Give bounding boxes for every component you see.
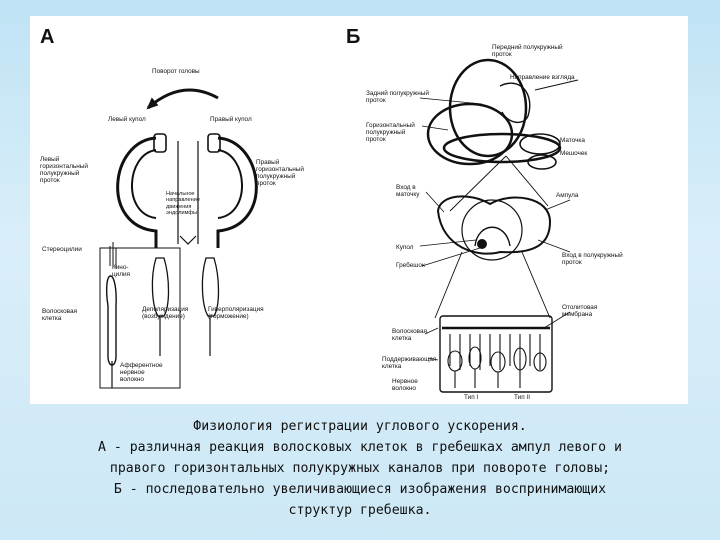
- saccule-shape: [527, 154, 557, 170]
- ampulla-focus-circle: [461, 199, 523, 261]
- left-canal-inner: [131, 149, 157, 219]
- left-cupula-shape: [153, 133, 167, 153]
- stereocilia-shape: [109, 242, 117, 268]
- figure-panel: А Б Поворот головы Левый купол Правый ку…: [30, 16, 688, 404]
- label-support-cell: Поддерживающая клетка: [382, 356, 437, 370]
- caption-line-4: Б - последовательно увеличивающиеся изоб…: [113, 482, 607, 497]
- left-hair-cell: [151, 257, 170, 317]
- hair-cell-inset-frame: [99, 247, 181, 389]
- label-stereocilia: Стереоцилии: [42, 246, 82, 253]
- label-right-canal: Правый горизонтальный полукружный проток: [256, 159, 304, 187]
- label-type1: Тип I: [464, 394, 479, 401]
- caption-line-3: правого горизонтальных полукружных канал…: [109, 461, 611, 476]
- nerve-fibers: [159, 316, 211, 356]
- label-kinocilium: Кино- цилия: [112, 264, 130, 278]
- label-saccule: Мешочек: [560, 150, 588, 157]
- panel-b-letter: Б: [346, 26, 361, 48]
- label-posterior-canal: Задний полукружный проток: [366, 90, 429, 104]
- label-utricle: Маточка: [560, 137, 585, 144]
- left-canal-loop: [116, 136, 158, 248]
- caption-line-2: А - различная реакция волосковых клеток …: [97, 440, 622, 455]
- label-nerve-fiber: Нервное волокно: [392, 378, 418, 392]
- crista-cells: [447, 334, 547, 388]
- label-right-cupula: Правый купол: [210, 116, 252, 123]
- label-depolarization: Деполяризация (возбуждение): [142, 306, 189, 320]
- leader-lines: [419, 97, 571, 361]
- label-crista: Гребешок: [396, 262, 425, 269]
- label-gaze: Направление взгляда: [510, 74, 575, 81]
- figure-caption: Физиология регистрации углового ускорени…: [40, 416, 680, 521]
- head-turn-arrowhead: [146, 97, 159, 110]
- crista-detail-frame: [439, 315, 553, 393]
- caption-line-5: структур гребешка.: [288, 503, 432, 518]
- label-hair-cell-b: Волосковая клетка: [392, 328, 427, 342]
- label-cupula: Купол: [396, 244, 414, 251]
- label-hyperpolarization: Гиперполяризация (торможение): [208, 306, 264, 320]
- label-type2: Тип II: [514, 394, 530, 401]
- diagram-drawing: [99, 58, 579, 393]
- horizontal-canal-shape: [442, 132, 562, 164]
- label-left-canal: Левый горизонтальный полукружный проток: [40, 156, 88, 184]
- head-turn-arc: [147, 88, 219, 110]
- label-left-cupula: Левый купол: [108, 116, 146, 123]
- label-anterior-canal: Передний полукружный проток: [492, 44, 563, 58]
- right-hair-cell: [201, 257, 220, 317]
- label-canal-entry: Вход в полукружный проток: [562, 252, 623, 266]
- zoom-lines-1: [449, 155, 549, 212]
- label-horizontal-canal: Горизонтальный полукружный проток: [366, 122, 415, 143]
- label-head-turn: Поворот головы: [152, 68, 200, 75]
- central-column: [177, 141, 199, 244]
- label-ampulla: Ампула: [556, 192, 579, 199]
- label-utricle-entry: Вход в маточку: [396, 184, 420, 198]
- right-cupula-shape: [207, 133, 221, 153]
- zoom-lines-2: [434, 251, 551, 319]
- label-afferent: Афферентное нервное волокно: [120, 362, 163, 383]
- caption-line-1: Физиология регистрации углового ускорени…: [193, 419, 527, 434]
- label-otolith: Отолитовая мембрана: [562, 304, 598, 318]
- ampulla-shape: [436, 195, 552, 255]
- crista-mark: [477, 239, 487, 249]
- right-canal-loop: [216, 136, 258, 248]
- flow-arrow: [179, 235, 197, 245]
- label-initial-flow: Начальное направление движения эндолимфы: [166, 191, 200, 217]
- right-canal-inner: [217, 149, 243, 219]
- cupula-shape: [474, 226, 511, 247]
- head-profile: [499, 82, 531, 123]
- gaze-line: [534, 79, 579, 91]
- utricle-shape: [519, 133, 561, 155]
- panel-a-letter: А: [40, 26, 55, 48]
- label-hair-cell-a: Волосковая клетка: [42, 308, 77, 322]
- hair-cell-body: [106, 275, 117, 366]
